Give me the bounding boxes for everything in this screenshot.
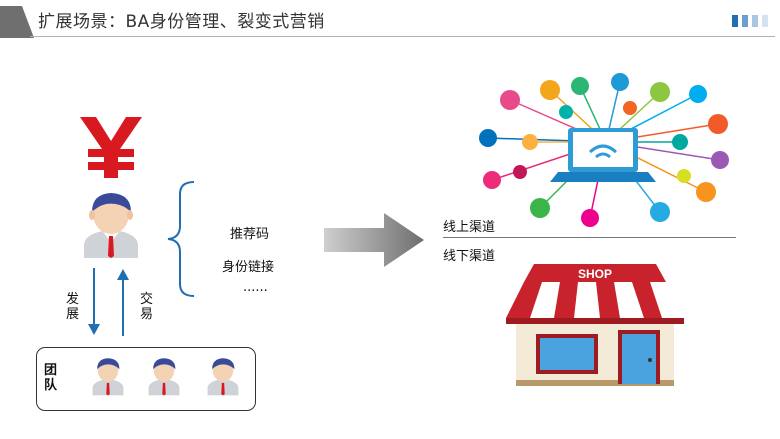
- offline-channel-label: 线下渠道: [443, 249, 496, 264]
- arrow-down-icon: [88, 268, 100, 335]
- arrow-up-icon: [117, 269, 129, 336]
- team-member-avatar-icon: [92, 358, 124, 396]
- team-member-avatar-icon: [207, 358, 239, 396]
- online-network-illustration: [479, 73, 729, 227]
- trade-label: 交易: [140, 292, 154, 322]
- yen-icon: [80, 117, 142, 178]
- curly-brace: [167, 181, 195, 297]
- develop-label: 发展: [66, 292, 80, 322]
- shop-icon: SHOP: [506, 264, 684, 386]
- team-label: 团队: [44, 363, 58, 393]
- shop-sign-text: SHOP: [578, 267, 612, 281]
- online-channel-label: 线上渠道: [443, 220, 496, 235]
- header-bar: 扩展场景：BA身份管理、裂变式营销: [0, 0, 780, 40]
- page-title: 扩展场景：BA身份管理、裂变式营销: [38, 12, 325, 32]
- team-member-avatar-icon: [148, 358, 180, 396]
- brace-item-more: ......: [243, 280, 268, 295]
- header-tab-shape: [0, 6, 34, 38]
- brace-item-referral-code: 推荐码: [230, 227, 270, 242]
- brace-item-identity-link: 身份链接: [222, 260, 275, 275]
- channel-divider: [443, 237, 736, 238]
- title-divider: [30, 36, 775, 37]
- big-right-arrow-icon: [324, 213, 424, 267]
- person-avatar-icon: [84, 193, 138, 258]
- header-decoration-bars: [732, 15, 770, 27]
